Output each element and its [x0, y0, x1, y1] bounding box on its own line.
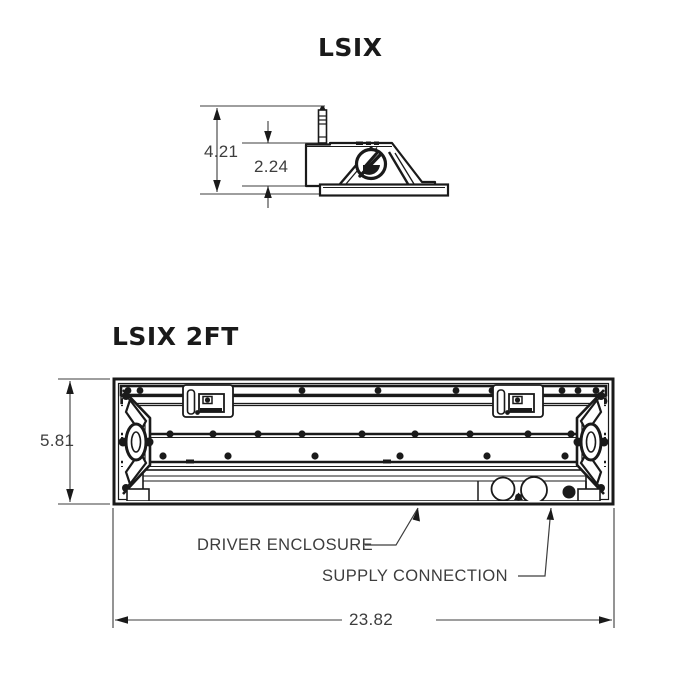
- callout-label-driver-enclosure: DRIVER ENCLOSURE: [197, 536, 374, 554]
- dimension-value-4-21: 4.21: [204, 142, 239, 161]
- dimension-4-21-group: [200, 105, 325, 195]
- callout-leaders: [365, 507, 554, 577]
- outer-housing-frame-overlay: [112, 377, 615, 506]
- side-profile-body: [304, 106, 450, 197]
- view-title-lsix-2ft: LSIX 2FT: [112, 322, 239, 351]
- logo-emblem-icon: [354, 147, 388, 181]
- mounting-bracket-right: [492, 384, 544, 418]
- dimension-value-5-81: 5.81: [40, 431, 75, 450]
- led-rail-lower: [121, 459, 606, 468]
- dimension-5-81-group: [58, 378, 110, 505]
- dimension-value-23-82: 23.82: [349, 610, 394, 629]
- supply-knockout-hole-a: [490, 476, 516, 501]
- view-title-lsix: LSIX: [318, 33, 383, 62]
- mounting-bracket-left: [182, 384, 234, 418]
- led-rail-middle: [121, 430, 606, 438]
- base-plate-icon: [318, 183, 450, 197]
- dimension-value-2-24: 2.24: [254, 157, 289, 176]
- ground-symbol-icon: [514, 492, 523, 501]
- housing-interior: [118, 384, 609, 501]
- dimension-23-82-group: [112, 508, 615, 628]
- callout-label-supply-connection: SUPPLY CONNECTION: [322, 567, 508, 585]
- ground-terminal: [562, 485, 576, 499]
- led-dot-row: [159, 452, 569, 460]
- supply-connection-group: [490, 476, 576, 501]
- end-cap-right: [573, 389, 609, 501]
- end-cap-left: [118, 389, 154, 501]
- supply-knockout-hole-b: [520, 476, 548, 501]
- stem-conduit-icon: [317, 106, 328, 144]
